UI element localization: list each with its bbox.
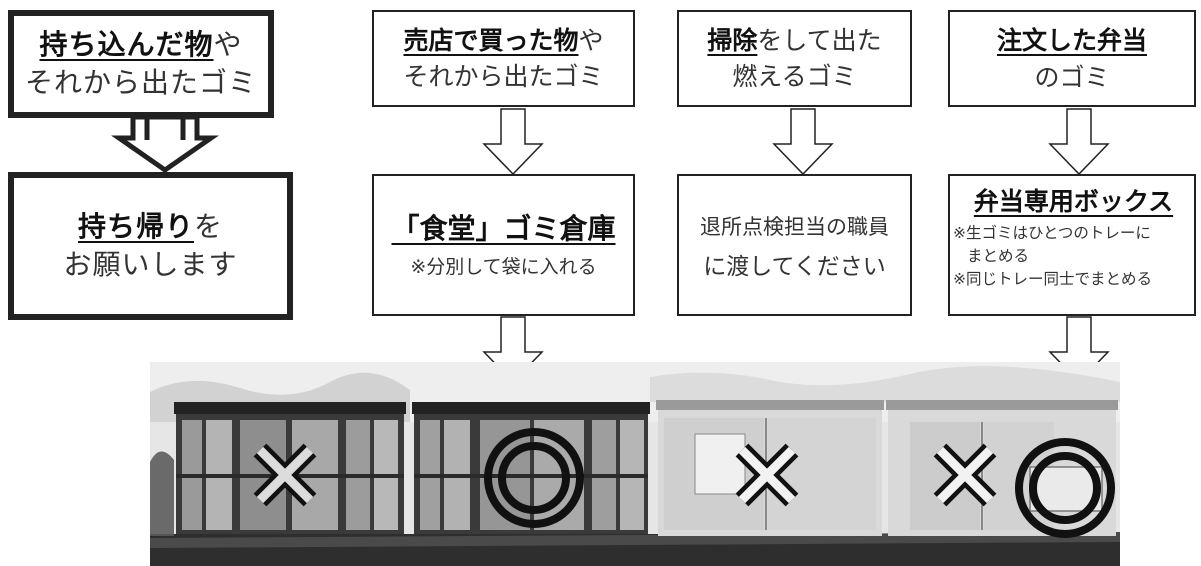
source-label-line2: それから出たゴミ (24, 66, 257, 99)
cross-mark-icon (933, 443, 997, 507)
destination-line1: 退所点検担当の職員 (700, 215, 889, 239)
destination-label-emphasis: 持ち帰り (77, 210, 194, 243)
destination-title: 弁当専用ボックス (973, 187, 1174, 216)
destination-line2: に渡してください (703, 254, 886, 280)
source-label-suffix: や (213, 28, 243, 61)
source-label-line2: 燃えるゴミ (732, 61, 857, 91)
destination-label-suffix: を (194, 210, 224, 243)
destination-note: まとめる (967, 247, 1030, 265)
double-down-arrow-icon (111, 114, 219, 174)
source-label-line2: それから出たゴミ (403, 61, 604, 91)
destination-note: ※同じトレー同士でまとめる (953, 270, 1152, 288)
destination-box-take-home: 持ち帰りを お願いします (8, 172, 293, 320)
destination-box-cafeteria-storage: 「食堂」ゴミ倉庫 ※分別して袋に入れる (372, 174, 635, 316)
cross-mark-icon (253, 443, 317, 507)
source-box-cleaning-waste: 掃除をして出た 燃えるゴミ (677, 10, 912, 107)
storage-sheds-photo (150, 362, 1120, 566)
destination-title: 「食堂」ゴミ倉庫 (391, 212, 616, 245)
source-box-shop-items: 売店で買った物や それから出たゴミ (372, 10, 635, 107)
down-arrow-icon (482, 108, 544, 176)
destination-box-bento-box: 弁当専用ボックス ※生ゴミはひとつのトレーに まとめる ※同じトレー同士でまとめ… (948, 174, 1196, 316)
source-label-line2: のゴミ (1034, 62, 1110, 92)
cross-mark-icon (735, 443, 799, 507)
source-label-emphasis: 注文した弁当 (996, 25, 1147, 55)
destination-box-staff-handover: 退所点検担当の職員 に渡してください (677, 174, 912, 316)
destination-label-line2: お願いします (63, 248, 238, 281)
double-circle-mark-icon (484, 428, 584, 528)
destination-note: ※生ゴミはひとつのトレーに (953, 224, 1151, 242)
source-label-emphasis: 売店で買った物 (403, 25, 579, 55)
source-box-ordered-bento: 注文した弁当 のゴミ (948, 10, 1196, 107)
destination-note: ※分別して袋に入れる (410, 256, 597, 278)
shed-glass-2 (412, 402, 650, 534)
source-label-emphasis: 掃除 (707, 25, 758, 55)
down-arrow-icon (772, 108, 834, 176)
down-arrow-icon (1048, 108, 1110, 176)
double-circle-mark-icon (1015, 438, 1115, 538)
source-label-emphasis: 持ち込んだ物 (39, 28, 214, 61)
source-label-suffix: をして出た (757, 25, 882, 55)
source-box-brought-items: 持ち込んだ物や それから出たゴミ (8, 10, 274, 118)
source-label-suffix: や (578, 25, 604, 55)
